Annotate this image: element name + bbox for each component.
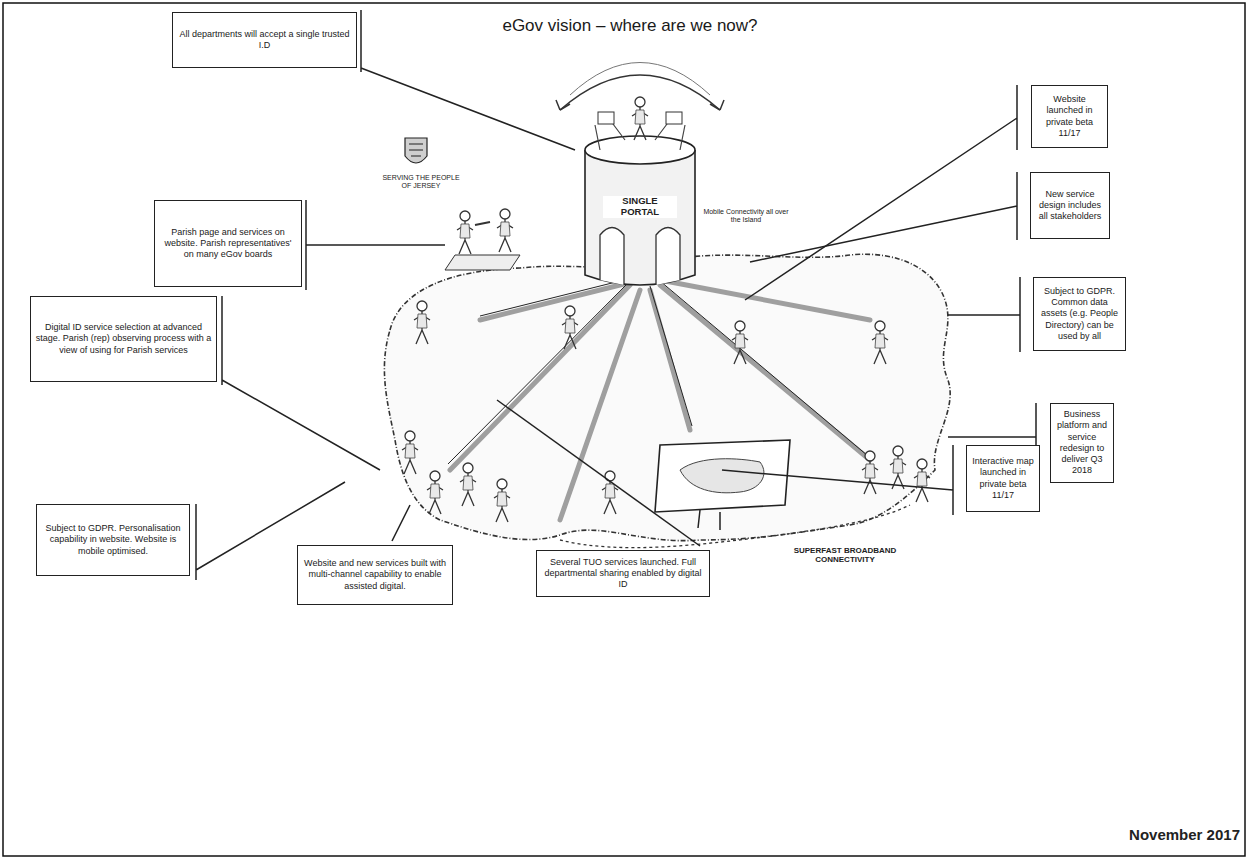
island-outline [384,254,950,540]
sketch-label: SERVING THE PEOPLE OF JERSEY [382,174,460,190]
callout-box: Interactive map launched in private beta… [966,445,1040,512]
callout-text: Subject to GDPR. Common data assets (e.g… [1038,286,1121,342]
callout-box: Several TUO services launched. Full depa… [536,550,710,597]
callout-box: New service design includes all stakehol… [1030,172,1110,239]
callout-text: All departments will accept a single tru… [177,29,352,52]
callout-box: All departments will accept a single tru… [172,12,357,68]
map-sign [655,440,790,530]
diagram-title: eGov vision – where are we now? [420,16,840,36]
page-border [3,3,1245,856]
jersey-crest [405,138,427,163]
callout-box: Subject to GDPR. Personalisation capabil… [36,504,190,576]
callout-box: Parish page and services on website. Par… [154,200,302,287]
paths [450,280,870,520]
portal-tower [556,63,724,286]
callout-box: Business platform and service redesign t… [1050,403,1114,483]
callout-box: Digital ID service selection at advanced… [30,296,217,382]
callout-text: Subject to GDPR. Personalisation capabil… [41,523,185,557]
callout-text: Interactive map launched in private beta… [971,456,1035,501]
callout-box: Website launched in private beta 11/17 [1031,85,1108,148]
callout-text: Several TUO services launched. Full depa… [541,557,705,591]
callout-text: Business platform and service redesign t… [1055,409,1109,477]
callout-text: Digital ID service selection at advanced… [35,322,212,356]
callout-box: Subject to GDPR. Common data assets (e.g… [1033,277,1126,351]
date-label: November 2017 [1120,826,1240,843]
sketch-label: SUPERFAST BROADBAND CONNECTIVITY [770,546,920,564]
callout-box: Website and new services built with mult… [297,545,453,605]
people [402,209,930,522]
sketch-label: SINGLE PORTAL [603,196,677,218]
callout-text: Website and new services built with mult… [302,558,448,592]
broadband-cable [560,505,910,548]
callout-text: Website launched in private beta 11/17 [1036,94,1103,139]
callout-text: New service design includes all stakehol… [1035,189,1105,223]
sketch-label: Mobile Connectivity all over the Island [700,208,792,224]
path-edges [448,276,868,464]
callout-text: Parish page and services on website. Par… [159,227,297,261]
